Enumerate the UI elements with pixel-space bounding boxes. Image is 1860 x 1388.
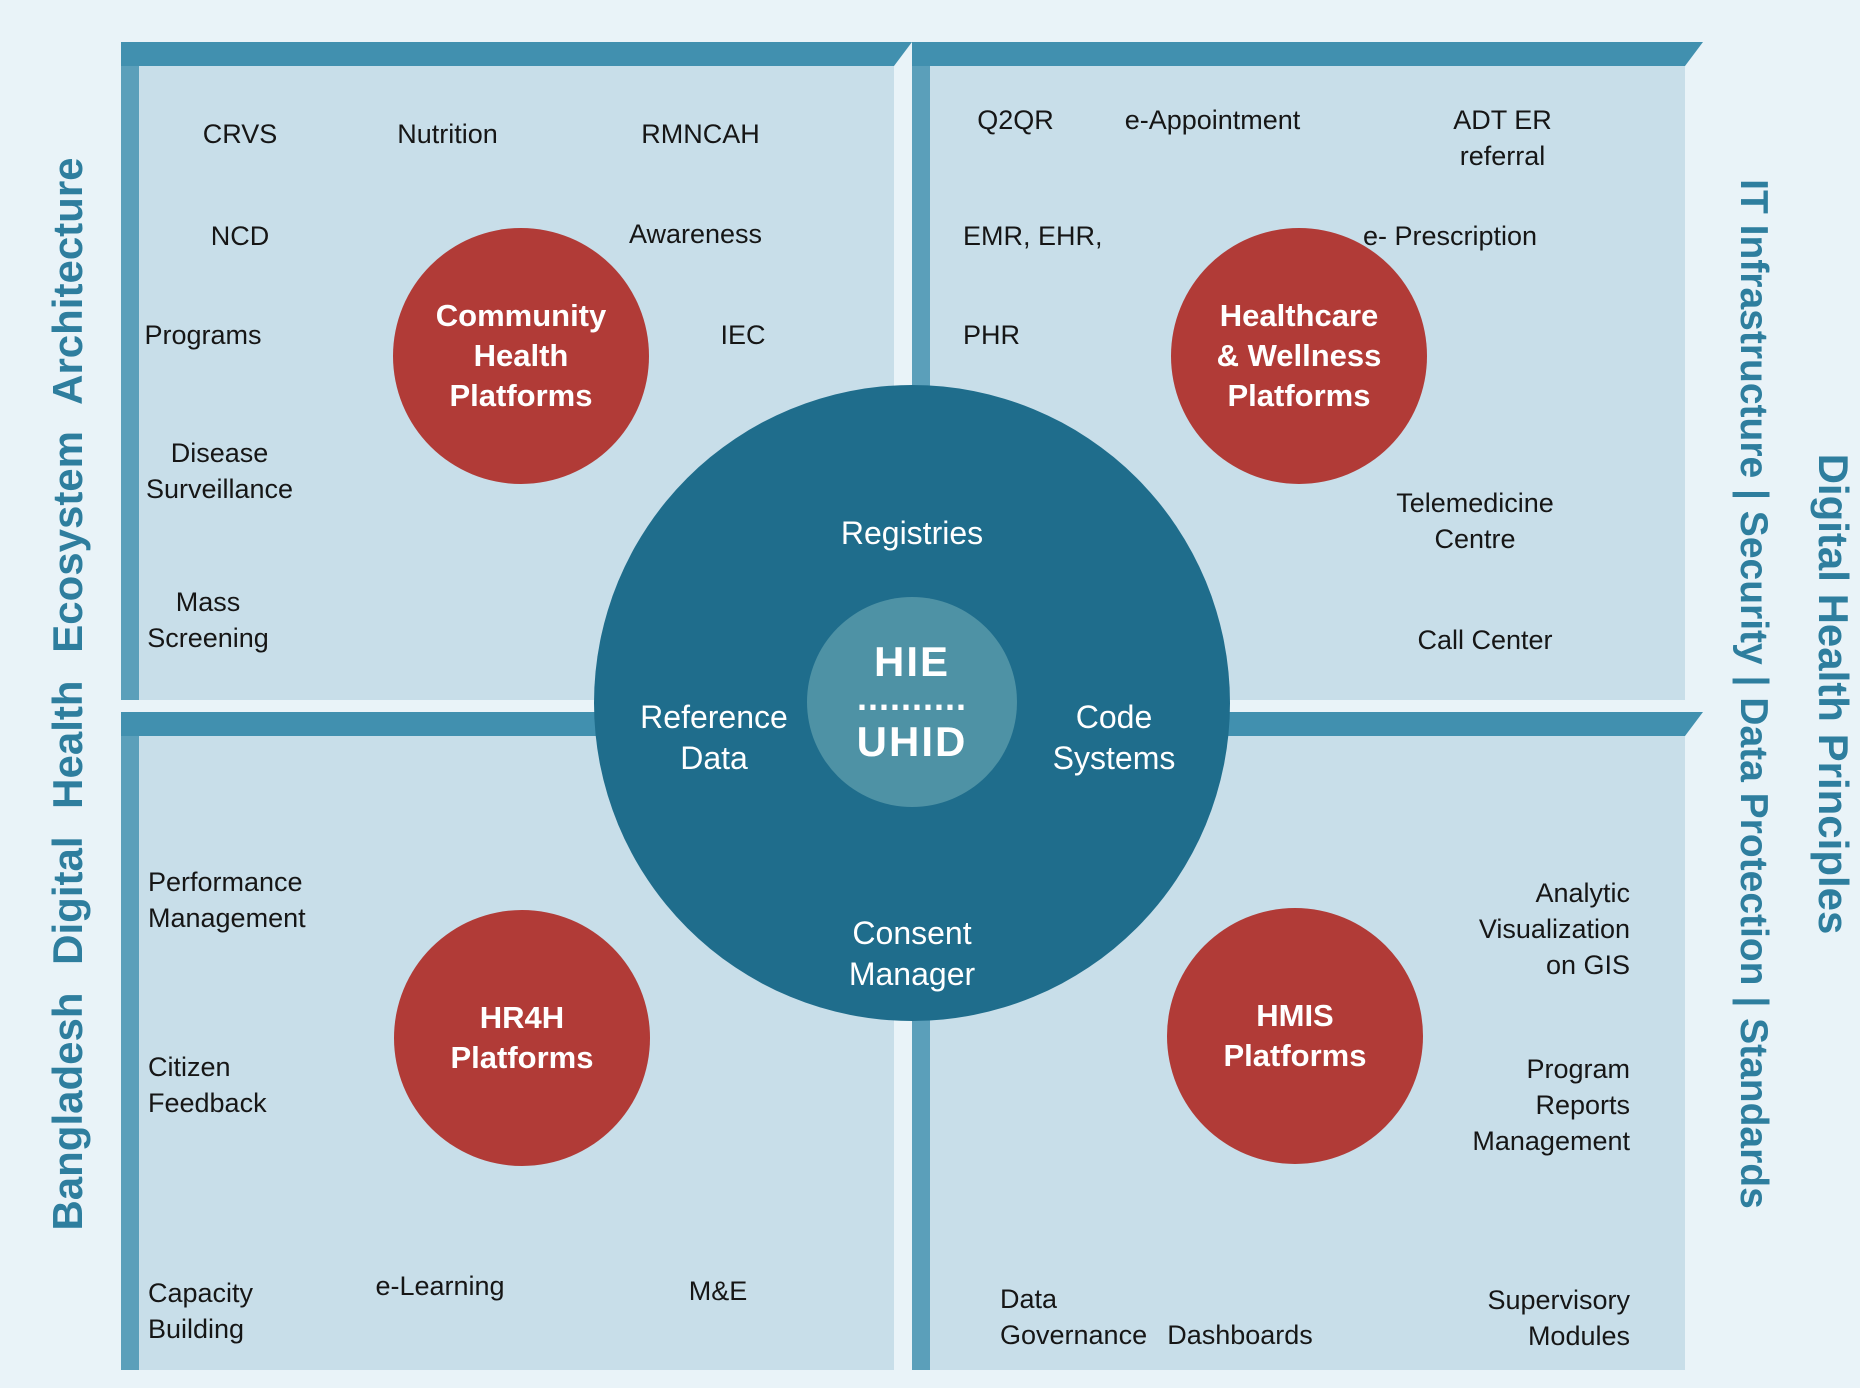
platform-circle-hr4h: HR4H Platforms: [394, 910, 650, 1166]
item-m-and-e: M&E: [688, 1276, 748, 1306]
hub-consent-manager-label: Consent Manager: [848, 915, 976, 992]
item-data-governance: Data Governance: [1000, 1284, 1148, 1350]
right-principles-detail: IT Infrastructure | Security | Data Prot…: [1732, 179, 1775, 1209]
item-nutrition: Nutrition: [397, 119, 498, 149]
panel-top-edge: [912, 42, 1703, 66]
uhid-label: UHID: [856, 717, 968, 765]
item-dashboards: Dashboards: [1167, 1320, 1313, 1350]
item-rmncah: RMNCAH: [641, 119, 760, 149]
item-e-prescription: e- Prescription: [1362, 221, 1538, 251]
item-e-learning: e-Learning: [375, 1271, 505, 1301]
item-performance-management: Performance Management: [148, 867, 306, 933]
item-capacity-building: Capacity Building: [148, 1278, 254, 1344]
item-q2qr: Q2QR: [977, 105, 1054, 135]
item-citizen-feedback: Citizen Feedback: [148, 1052, 267, 1118]
hub-code-systems-label: Code Systems: [1052, 699, 1176, 776]
hub-registries-label: Registries: [840, 515, 984, 551]
item-call-center: Call Center: [1417, 625, 1553, 655]
item-supervisory-modules: Supervisory Modules: [1487, 1285, 1630, 1351]
right-principles-title: Digital Health Principles: [1810, 453, 1857, 935]
item-iec: IEC: [720, 320, 766, 350]
item-awareness: Awareness: [628, 219, 763, 249]
item-telemedicine-centre: Telemedicine Centre: [1396, 488, 1554, 554]
hie-label: HIE: [873, 637, 950, 685]
panel-left-edge: [121, 736, 139, 1370]
item-e-appointment: e-Appointment: [1124, 105, 1301, 135]
item-crvs: CRVS: [202, 119, 278, 149]
item-phr: PHR: [963, 320, 1021, 350]
item-emr-ehr: EMR, EHR,: [963, 221, 1103, 251]
panel-left-edge: [121, 66, 139, 700]
item-program-reports-management: Program Reports Management: [1472, 1054, 1630, 1156]
item-analytic-visualization-gis: Analytic Visualization on GIS: [1478, 878, 1630, 980]
left-axis-title: Bangladesh Digital Health Ecosystem Arch…: [44, 157, 91, 1231]
platform-circle-healthcare-wellness: Healthcare & Wellness Platforms: [1171, 228, 1427, 484]
item-adt-er-referral: ADT ER referral: [1453, 105, 1552, 171]
platform-circle-community-health: Community Health Platforms: [393, 228, 649, 484]
item-programs: Programs: [144, 320, 262, 350]
panel-top-edge: [121, 42, 912, 66]
platform-circle-hmis: HMIS Platforms: [1167, 908, 1423, 1164]
hie-uhid-dotted-divider: ..........: [856, 677, 968, 719]
hie-hub: Registries Reference Data Code Systems C…: [594, 385, 1230, 1021]
item-ncd: NCD: [210, 221, 270, 251]
hub-reference-data-label: Reference Data: [640, 699, 788, 776]
item-mass-screening: Mass Screening: [147, 587, 269, 653]
item-disease-surveillance: Disease Surveillance: [145, 438, 294, 504]
hie-uhid-core: HIE .......... UHID: [807, 597, 1017, 807]
